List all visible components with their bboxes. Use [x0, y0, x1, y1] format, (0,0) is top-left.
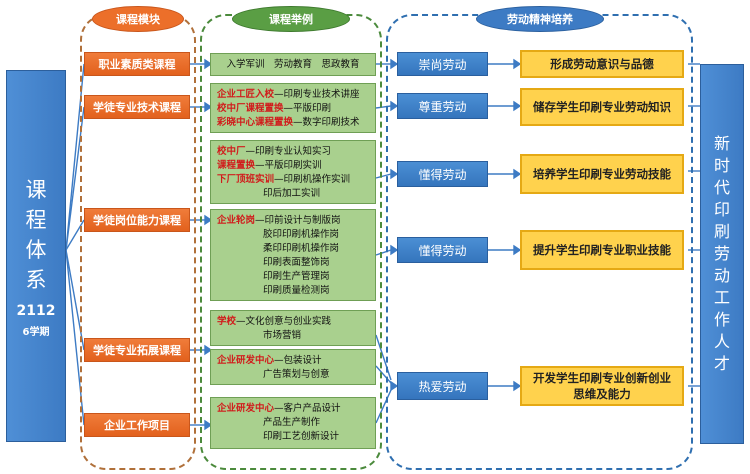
- curriculum-system-panel: 课程体系 2112 6学期: [6, 70, 66, 442]
- example-source: 校中厂: [217, 146, 246, 157]
- example-box-quality: 入学军训 劳动教育 思政教育: [210, 53, 376, 76]
- example-line: 柔印印刷机操作岗: [217, 242, 369, 256]
- example-box-rd-packaging: 企业研发中心—包装设计广告策划与创意: [210, 349, 376, 385]
- example-line: 胶印印刷机操作岗: [217, 228, 369, 242]
- example-line: 校中厂课程置换—平版印刷: [217, 102, 369, 116]
- curriculum-code: 2112: [16, 302, 56, 319]
- example-line: 彩晓中心课程置换—数字印刷技术: [217, 116, 369, 130]
- example-course: 印刷质量检测岗: [263, 285, 330, 296]
- example-line: 校中厂—印刷专业认知实习: [217, 145, 369, 159]
- example-source: 学校: [217, 316, 237, 327]
- outcome-knowledge: 储存学生印刷专业劳动知识: [520, 88, 684, 126]
- example-line: 市场营销: [217, 329, 369, 343]
- example-source: 课程置换: [217, 160, 256, 171]
- example-box-technical: 企业工匠入校—印刷专业技术讲座校中厂课程置换—平版印刷彩晓中心课程置换—数字印刷…: [210, 83, 376, 133]
- example-line: 课程置换—平版印刷实训: [217, 159, 369, 173]
- outcome-innovation: 开发学生印刷专业创新创业思维及能力: [520, 366, 684, 406]
- talent-title: 新时代印刷劳动工作人才: [713, 134, 730, 373]
- example-line: 印刷工艺创新设计: [217, 430, 369, 444]
- example-box-rd-product: 企业研发中心—客户产品设计产品生产制作印刷工艺创新设计: [210, 397, 376, 449]
- outcome-professional-skills: 提升学生印刷专业职业技能: [520, 230, 684, 270]
- curriculum-system-title: 课程体系: [25, 177, 47, 292]
- example-course: —数字印刷技术: [293, 117, 360, 128]
- example-course: —平版印刷实训: [255, 160, 322, 171]
- spirit-love-labor: 热爱劳动: [397, 372, 488, 400]
- example-course: —文化创意与创业实践: [236, 316, 332, 327]
- example-course: —印刷专业技术讲座: [274, 89, 360, 100]
- talent-panel: 新时代印刷劳动工作人才: [700, 64, 744, 444]
- example-box-practice: 校中厂—印刷专业认知实习课程置换—平版印刷实训下厂顶班实训—印刷机操作实训印后加…: [210, 140, 376, 204]
- module-apprentice-ability: 学徒岗位能力课程: [84, 208, 190, 232]
- example-course: 印刷生产管理岗: [263, 271, 330, 282]
- outcome-awareness: 形成劳动意识与品德: [520, 50, 684, 78]
- example-line: 学校—文化创意与创业实践: [217, 315, 369, 329]
- example-source: 校中厂课程置换: [217, 103, 284, 114]
- example-source: 彩晓中心课程置换: [217, 117, 294, 128]
- example-course: 市场营销: [263, 330, 302, 341]
- example-source: 企业研发中心: [217, 355, 275, 366]
- module-apprentice-extension: 学徒专业拓展课程: [84, 338, 190, 362]
- example-course: —客户产品设计: [274, 403, 341, 414]
- example-line: 企业轮岗—印前设计与制版岗: [217, 214, 369, 228]
- example-source: 下厂顶班实训: [217, 174, 275, 185]
- example-line: 企业研发中心—包装设计: [217, 354, 369, 368]
- spirit-advocate-labor: 崇尚劳动: [397, 52, 488, 76]
- example-course: 产品生产制作: [263, 417, 321, 428]
- example-line: 入学军训 劳动教育 思政教育: [217, 58, 369, 72]
- example-course: —包装设计: [274, 355, 322, 366]
- module-apprentice-technical: 学徒专业技术课程: [84, 95, 190, 119]
- modules-frame: [80, 14, 196, 470]
- spirit-respect-labor: 尊重劳动: [397, 93, 488, 119]
- example-line: 企业研发中心—客户产品设计: [217, 402, 369, 416]
- semester-count: 6学期: [22, 326, 50, 338]
- example-box-rotation: 企业轮岗—印前设计与制版岗胶印印刷机操作岗柔印印刷机操作岗印刷表面整饰岗印刷生产…: [210, 209, 376, 301]
- cultivation-header: 劳动精神培养: [476, 6, 604, 32]
- example-course: 广告策划与创意: [263, 369, 330, 380]
- example-line: 下厂顶班实训—印刷机操作实训: [217, 173, 369, 187]
- example-course: 印后加工实训: [263, 188, 321, 199]
- example-course: 柔印印刷机操作岗: [263, 243, 340, 254]
- spirit-understand-labor-2: 懂得劳动: [397, 237, 488, 263]
- example-course: 印刷表面整饰岗: [263, 257, 330, 268]
- example-course: —印前设计与制版岗: [255, 215, 341, 226]
- example-box-school: 学校—文化创意与创业实践市场营销: [210, 310, 376, 346]
- spirit-understand-labor-1: 懂得劳动: [397, 161, 488, 187]
- example-course: 入学军训 劳动教育 思政教育: [226, 59, 360, 70]
- module-professional-quality: 职业素质类课程: [84, 52, 190, 76]
- example-course: 印刷工艺创新设计: [263, 431, 340, 442]
- examples-header: 课程举例: [232, 6, 350, 32]
- modules-header: 课程模块: [92, 6, 184, 32]
- example-line: 印刷生产管理岗: [217, 270, 369, 284]
- example-source: 企业工匠入校: [217, 89, 275, 100]
- example-course: 胶印印刷机操作岗: [263, 229, 340, 240]
- module-enterprise-project: 企业工作项目: [84, 413, 190, 437]
- example-course: —印刷机操作实训: [274, 174, 351, 185]
- example-line: 产品生产制作: [217, 416, 369, 430]
- example-course: —平版印刷: [283, 103, 332, 114]
- outcome-skills: 培养学生印刷专业劳动技能: [520, 154, 684, 194]
- example-source: 企业轮岗: [217, 215, 256, 226]
- example-line: 广告策划与创意: [217, 368, 369, 382]
- example-line: 印后加工实训: [217, 187, 369, 201]
- example-line: 印刷质量检测岗: [217, 284, 369, 298]
- example-course: —印刷专业认知实习: [245, 146, 332, 157]
- example-line: 企业工匠入校—印刷专业技术讲座: [217, 88, 369, 102]
- example-line: 印刷表面整饰岗: [217, 256, 369, 270]
- example-source: 企业研发中心: [217, 403, 275, 414]
